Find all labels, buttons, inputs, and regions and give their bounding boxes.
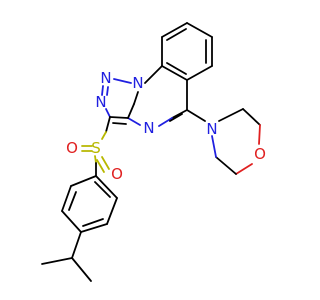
pyrimidine-ring	[127, 65, 188, 127]
bond	[105, 108, 111, 118]
fused-benzene-ring	[161, 22, 213, 81]
bond	[171, 109, 188, 119]
bond	[127, 117, 141, 126]
bond	[68, 191, 77, 211]
bond	[235, 163, 253, 175]
bond	[113, 78, 132, 84]
bond	[94, 181, 111, 198]
bond	[105, 116, 111, 133]
morpholine-ring	[186, 108, 261, 175]
bond	[258, 124, 261, 145]
bond	[158, 117, 173, 127]
bond	[242, 108, 261, 126]
isopropylphenyl-group	[41, 162, 118, 282]
bond	[106, 86, 109, 96]
bond	[186, 109, 206, 122]
bond	[71, 257, 92, 282]
bond	[144, 65, 163, 84]
bond	[133, 91, 139, 105]
bond	[101, 131, 107, 140]
bond	[215, 156, 237, 175]
atom-label-n5: N	[206, 120, 217, 138]
atom-label-s: S	[91, 139, 101, 157]
bond	[109, 116, 129, 119]
atom-label-n2: N	[100, 69, 111, 87]
chemical-structure-diagram: N N N N N S O O O	[41, 22, 266, 282]
bond	[186, 65, 213, 81]
bond	[41, 257, 73, 265]
atom-label-n1: N	[132, 74, 143, 92]
bond	[101, 156, 110, 170]
bond	[106, 197, 118, 225]
bond	[166, 28, 187, 41]
bond	[166, 62, 187, 75]
bond	[96, 159, 105, 173]
atom-label-n4: N	[143, 119, 154, 137]
bond	[161, 65, 188, 81]
atom-labels: N N N N N S O O O	[66, 69, 266, 183]
sulfonyl-group	[81, 116, 111, 173]
bond	[186, 22, 213, 38]
bond	[112, 122, 127, 125]
atom-label-o1: O	[66, 139, 78, 157]
atom-label-o3: O	[254, 145, 266, 163]
bond	[211, 135, 217, 158]
atom-label-n3: N	[95, 93, 106, 111]
bond	[169, 113, 183, 122]
atom-label-o2: O	[111, 165, 123, 183]
bond	[218, 108, 244, 122]
triazole-ring	[101, 78, 139, 125]
bond	[161, 22, 188, 38]
bond	[61, 185, 72, 212]
bond	[95, 175, 118, 199]
bond	[94, 155, 97, 164]
bond	[127, 103, 135, 119]
bond	[70, 175, 97, 187]
bond	[61, 210, 82, 233]
bond	[101, 85, 104, 96]
bond	[71, 231, 82, 259]
bond	[82, 218, 104, 227]
bond	[80, 223, 108, 233]
